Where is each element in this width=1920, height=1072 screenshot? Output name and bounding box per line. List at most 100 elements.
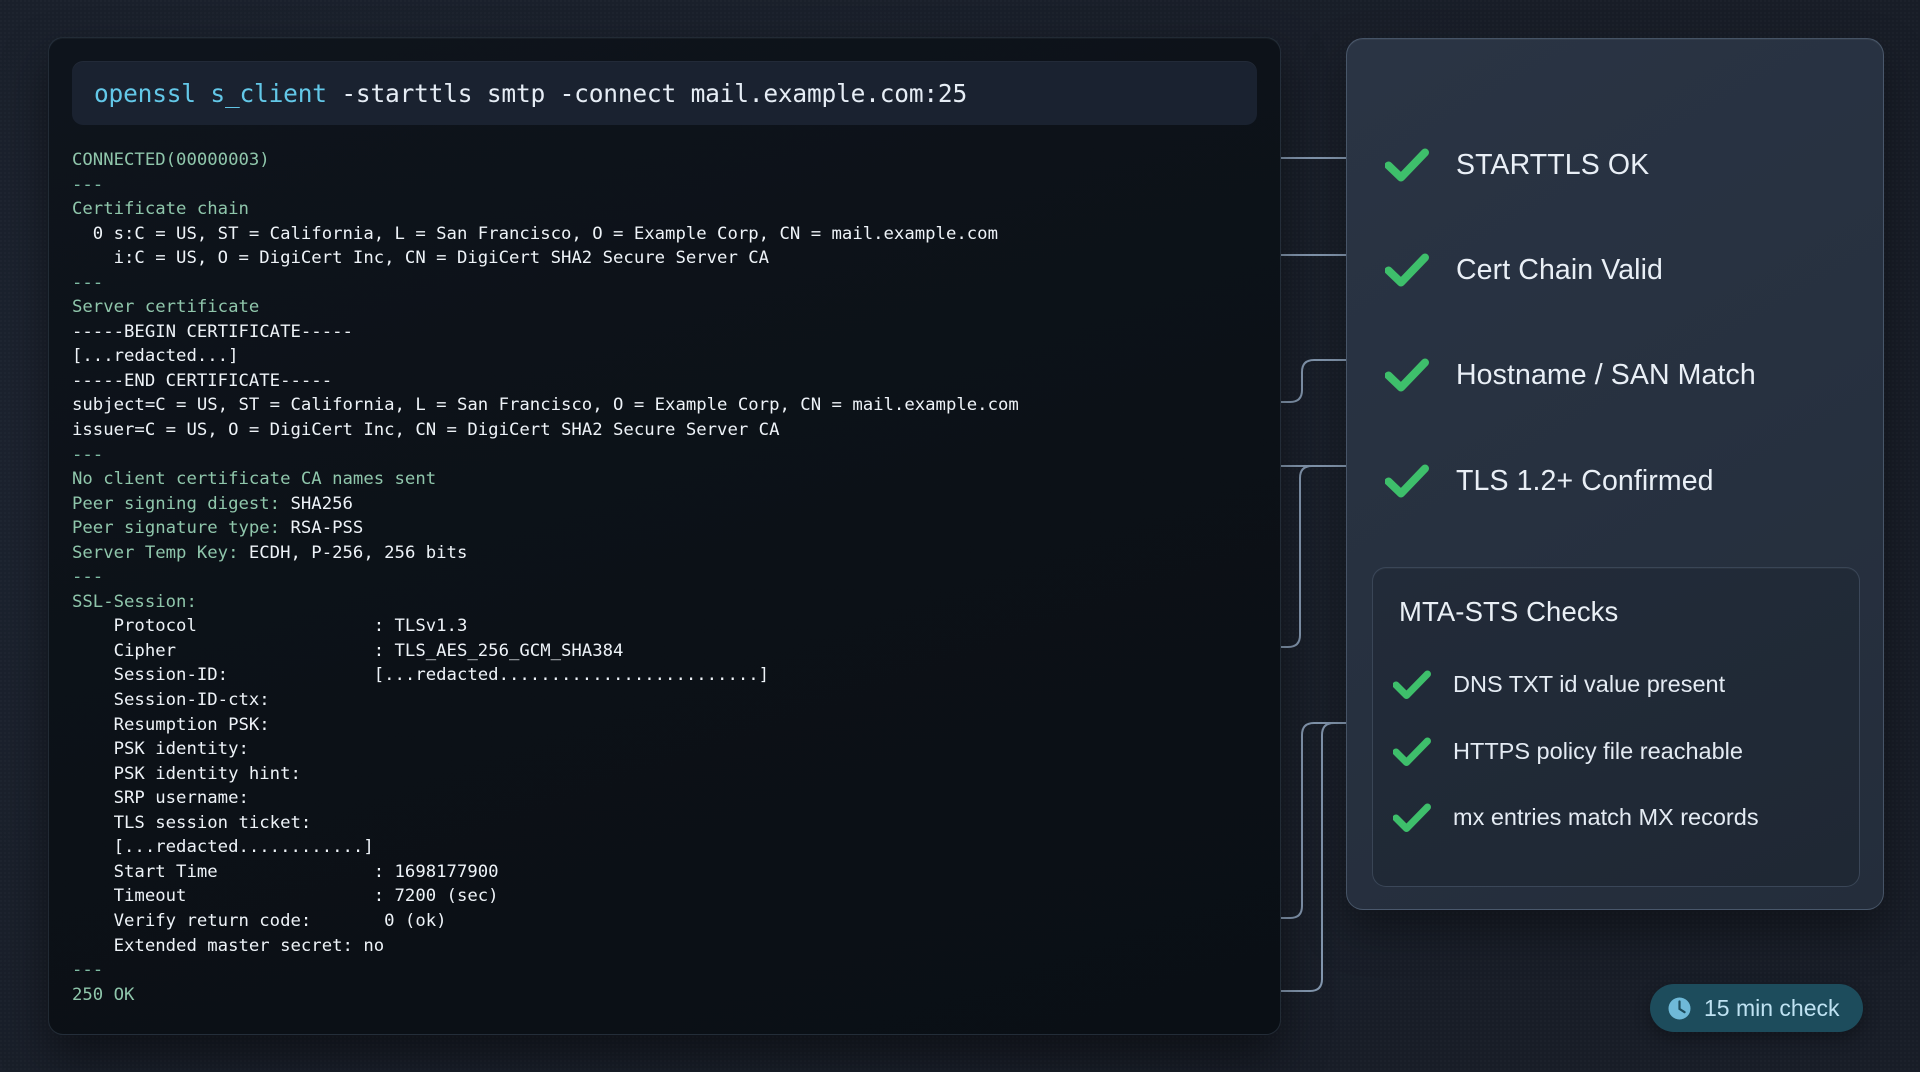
terminal-line-text: PSK identity: [72,739,249,760]
command-bar[interactable]: openssl s_client -starttls smtp -connect… [72,61,1257,125]
terminal-line-label: Peer signing digest: [72,493,291,514]
check-icon [1393,803,1431,832]
terminal-line: Verify return code: 0 (ok) [72,909,1270,934]
terminal-line: --- [72,173,1270,198]
terminal-line-text: Resumption PSK: [72,714,270,735]
terminal-line-text: PSK identity hint: [72,763,301,784]
command-args: -starttls smtp -connect mail.example.com… [326,78,968,108]
terminal-line-text: [...redacted............] [72,837,374,858]
check-label: Hostname / SAN Match [1456,358,1756,391]
badge-label: 15 min check [1704,994,1840,1021]
checks-panel: STARTTLS OK Cert Chain Valid Hostname / … [1346,38,1884,910]
mta-sts-card: MTA-STS Checks DNS TXT id value present … [1372,567,1860,887]
terminal-line-text: Protocol : TLSv1.3 [72,616,468,637]
terminal-line-text: Extended master secret: no [72,935,385,956]
check-row-hostname[interactable]: Hostname / SAN Match [1385,353,1756,397]
terminal-line-value: RSA-PSS [290,518,364,539]
terminal-line-text: 250 OK [72,984,135,1005]
terminal-line: --- [72,565,1270,590]
terminal-output[interactable]: CONNECTED(00000003)---Certificate chain … [72,148,1270,1026]
terminal-line-text: Session-ID-ctx: [72,690,270,711]
terminal-line-text: SRP username: [72,788,249,809]
terminal-line-label: Peer signature type: [72,518,291,539]
terminal-line-text: Verify return code: 0 (ok) [72,910,447,931]
terminal-window[interactable]: openssl s_client -starttls smtp -connect… [48,37,1281,1035]
terminal-line-text: 0 s:C = US, ST = California, L = San Fra… [72,223,998,244]
terminal-line: No client certificate CA names sent [72,467,1270,492]
terminal-line: subject=C = US, ST = California, L = San… [72,393,1270,418]
mta-row-dns-txt[interactable]: DNS TXT id value present [1393,664,1725,704]
terminal-line: Timeout : 7200 (sec) [72,884,1270,909]
clock-icon [1667,996,1692,1021]
terminal-line: Certificate chain [72,197,1270,222]
terminal-line-text: -----END CERTIFICATE----- [72,370,333,391]
check-icon [1385,358,1429,392]
check-icon [1385,148,1429,182]
terminal-line: SSL-Session: [72,590,1270,615]
terminal-line: Start Time : 1698177900 [72,860,1270,885]
terminal-line: --- [72,271,1270,296]
check-label: Cert Chain Valid [1456,253,1664,286]
terminal-line: Cipher : TLS_AES_256_GCM_SHA384 [72,639,1270,664]
mta-check-label: HTTPS policy file reachable [1453,737,1743,764]
terminal-line: [...redacted...] [72,344,1270,369]
terminal-line: CONNECTED(00000003) [72,148,1270,173]
check-row-starttls[interactable]: STARTTLS OK [1385,143,1649,187]
terminal-line: 0 s:C = US, ST = California, L = San Fra… [72,222,1270,247]
terminal-line: PSK identity hint: [72,762,1270,787]
terminal-line: [...redacted............] [72,835,1270,860]
terminal-line-text: issuer=C = US, O = DigiCert Inc, CN = Di… [72,420,780,441]
terminal-line-text: Session-ID: [...redacted................… [72,665,770,686]
terminal-line-text: Timeout : 7200 (sec) [72,886,499,907]
terminal-line: Peer signature type: RSA-PSS [72,516,1270,541]
terminal-line: --- [72,443,1270,468]
terminal-line: Resumption PSK: [72,713,1270,738]
terminal-line-label: Server Temp Key: [72,542,249,563]
mta-row-mx-entries[interactable]: mx entries match MX records [1393,797,1759,837]
terminal-line-text: subject=C = US, ST = California, L = San… [72,395,1019,416]
terminal-line: Peer signing digest: SHA256 [72,492,1270,517]
terminal-line: Protocol : TLSv1.3 [72,614,1270,639]
terminal-line: PSK identity: [72,737,1270,762]
terminal-line: issuer=C = US, O = DigiCert Inc, CN = Di… [72,418,1270,443]
terminal-line: i:C = US, O = DigiCert Inc, CN = DigiCer… [72,246,1270,271]
terminal-line: Extended master secret: no [72,934,1270,959]
check-row-tls-version[interactable]: TLS 1.2+ Confirmed [1385,459,1714,503]
terminal-line: Session-ID: [...redacted................… [72,663,1270,688]
terminal-line-value: ECDH, P-256, 256 bits [248,542,468,563]
terminal-line-text: --- [72,272,104,293]
terminal-line: SRP username: [72,786,1270,811]
terminal-line-text: Cipher : TLS_AES_256_GCM_SHA384 [72,640,624,661]
terminal-line: TLS session ticket: [72,811,1270,836]
terminal-line-text: --- [72,174,104,195]
terminal-line-text: CONNECTED(00000003) [72,150,270,170]
check-icon [1385,253,1429,287]
terminal-line: Server Temp Key: ECDH, P-256, 256 bits [72,541,1270,566]
mta-row-https-policy[interactable]: HTTPS policy file reachable [1393,731,1743,771]
check-icon [1385,464,1429,498]
mta-check-label: mx entries match MX records [1453,803,1759,830]
command-text: openssl s_client -starttls smtp -connect… [94,79,967,108]
terminal-line-text: Start Time : 1698177900 [72,861,499,882]
terminal-line-text: -----BEGIN CERTIFICATE----- [72,321,353,342]
command-program: openssl s_client [94,78,327,108]
check-label: STARTTLS OK [1456,148,1650,181]
terminal-line-text: Server certificate [72,297,260,318]
mta-check-label: DNS TXT id value present [1453,670,1726,697]
terminal-line-text: SSL-Session: [72,591,197,612]
terminal-line-text: i:C = US, O = DigiCert Inc, CN = DigiCer… [72,248,770,269]
terminal-line: Server certificate [72,295,1270,320]
terminal-line-text: [...redacted...] [72,346,239,367]
terminal-line-text: TLS session ticket: [72,812,312,833]
interval-badge[interactable]: 15 min check [1650,984,1863,1032]
check-label: TLS 1.2+ Confirmed [1456,464,1714,497]
terminal-line-text: Certificate chain [72,199,249,220]
terminal-line-text: --- [72,960,104,981]
terminal-line: -----END CERTIFICATE----- [72,369,1270,394]
check-row-cert-chain[interactable]: Cert Chain Valid [1385,248,1663,292]
mta-sts-title: MTA-STS Checks [1399,596,1619,627]
check-icon [1393,670,1431,699]
check-icon [1393,737,1431,766]
terminal-line: Session-ID-ctx: [72,688,1270,713]
terminal-line-text: --- [72,567,104,588]
